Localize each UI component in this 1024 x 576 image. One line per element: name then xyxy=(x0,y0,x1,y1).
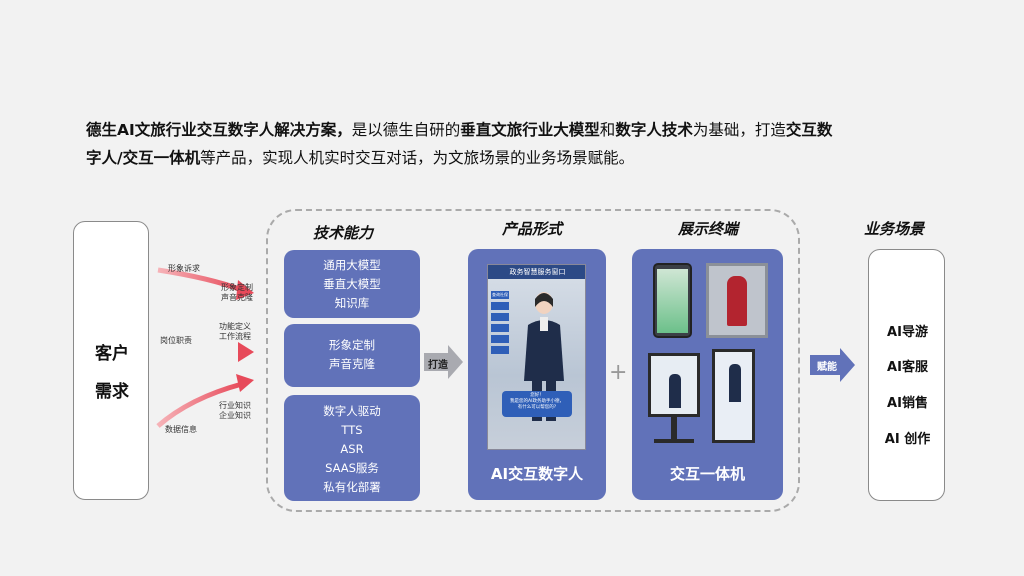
arrow-mid-head xyxy=(238,342,254,362)
heading-tech: 技术能力 xyxy=(313,224,374,242)
tech-item: SAAS服务 xyxy=(325,461,379,475)
intro-text-2: 和 xyxy=(599,121,616,139)
intro-text-1: 是以德生自研的 xyxy=(351,121,461,139)
screen-dialog-bubble: 您好！ 我是您的AI政务助手小德， 有什么可以帮您的? xyxy=(502,391,572,417)
label-bot-out-1: 行业知识 xyxy=(219,401,251,410)
intro-text-4: 等产品，实现人机实时交互对话，为文旅场景的业务场景赋能。 xyxy=(200,149,635,167)
intro-bold-3: 数字人技术 xyxy=(615,121,693,139)
tech-item: 知识库 xyxy=(334,296,370,310)
empower-arrow xyxy=(810,348,855,382)
build-arrow-label: 打造 xyxy=(428,360,448,371)
tablet-figure xyxy=(727,276,747,326)
tech-item: ASR xyxy=(340,442,364,456)
terminal-phone xyxy=(653,263,692,338)
tech-item: 形象定制 xyxy=(329,338,375,352)
red-arrows xyxy=(156,267,254,428)
tech-group-avatar: 形象定制 声音克隆 xyxy=(284,324,420,387)
label-bot-in: 数据信息 xyxy=(165,425,197,434)
screen-menu: 查询社保 xyxy=(491,291,509,357)
arrow-top-head xyxy=(236,280,254,300)
scene-item: AI导游 xyxy=(887,325,928,340)
totem-figure xyxy=(729,364,741,402)
product-screen: 政务智慧服务窗口 查询社保 您好！ 我是您的AI政务助手小德， 有什么可以帮您的… xyxy=(487,264,586,450)
intro-bold-1: 德生AI文旅行业交互数字人解决方案， xyxy=(86,121,352,139)
customer-needs-box: 客户 需求 xyxy=(73,221,149,500)
terminal-kiosk-screen xyxy=(648,353,700,417)
arrow-top xyxy=(157,267,243,293)
kiosk-figure xyxy=(669,374,681,408)
scene-item: AI 创作 xyxy=(884,432,931,447)
scene-item: AI客服 xyxy=(887,360,928,375)
plus-icon: + xyxy=(609,360,628,385)
terminal-totem xyxy=(712,349,755,443)
terminal-tablet xyxy=(706,263,768,338)
screen-menu-item xyxy=(491,324,509,332)
screen-menu-item xyxy=(491,346,509,354)
screen-menu-item: 查询社保 xyxy=(491,291,509,299)
customer-label-line2: 需求 xyxy=(95,382,129,402)
intro-bold-2: 垂直文旅行业大模型 xyxy=(460,121,600,139)
customer-label-line1: 客户 xyxy=(95,344,129,364)
business-scene-box: AI导游 AI客服 AI销售 AI 创作 xyxy=(868,249,945,501)
heading-product: 产品形式 xyxy=(502,220,563,238)
scene-item: AI销售 xyxy=(887,396,928,411)
screen-menu-item xyxy=(491,302,509,310)
intro-bold-4: 交互数 xyxy=(785,121,833,139)
build-arrow xyxy=(424,345,463,379)
intro-paragraph: 德生AI文旅行业交互数字人解决方案，是以德生自研的垂直文旅行业大模型和数字人技术… xyxy=(86,116,936,172)
heading-scene: 业务场景 xyxy=(864,220,925,238)
empower-arrow-label: 赋能 xyxy=(817,362,837,373)
tech-group-models: 通用大模型 垂直大模型 知识库 xyxy=(284,250,420,318)
label-top-out-2: 声音克隆 xyxy=(221,293,253,302)
arrow-bot xyxy=(156,381,243,428)
screen-menu-item xyxy=(491,335,509,343)
solution-group-frame xyxy=(266,209,800,512)
tech-item: 私有化部署 xyxy=(323,480,381,494)
phone-screen xyxy=(657,269,688,333)
product-label: AI交互数字人 xyxy=(490,465,584,483)
label-top-out-1: 形象定制 xyxy=(221,283,253,292)
label-top-in: 形象诉求 xyxy=(168,264,200,273)
screen-title: 政务智慧服务窗口 xyxy=(488,265,585,279)
tech-item: 垂直大模型 xyxy=(323,277,381,291)
arrow-bot-head xyxy=(236,374,254,392)
label-mid-in: 岗位职责 xyxy=(160,336,192,345)
kiosk-stand xyxy=(671,417,677,439)
tech-item: 声音克隆 xyxy=(329,357,375,371)
tech-group-services: 数字人驱动 TTS ASR SAAS服务 私有化部署 xyxy=(284,395,420,501)
intro-text-3: 为基础，打造 xyxy=(692,121,786,139)
product-panel: 政务智慧服务窗口 查询社保 您好！ 我是您的AI政务助手小德， 有什么可以帮您的… xyxy=(468,249,606,500)
terminal-label: 交互一体机 xyxy=(669,465,745,483)
tech-item: 通用大模型 xyxy=(323,258,381,272)
kiosk-base xyxy=(654,439,694,443)
tech-item: 数字人驱动 xyxy=(323,404,381,418)
label-bot-out-2: 企业知识 xyxy=(219,411,251,420)
intro-bold-5: 字人/交互一体机 xyxy=(86,149,201,167)
heading-terminal: 展示终端 xyxy=(678,220,739,238)
label-mid-out-1: 功能定义 xyxy=(219,322,251,331)
label-mid-out-2: 工作流程 xyxy=(219,332,251,341)
screen-menu-item xyxy=(491,313,509,321)
tech-item: TTS xyxy=(341,423,363,437)
terminal-panel: 交互一体机 xyxy=(632,249,783,500)
